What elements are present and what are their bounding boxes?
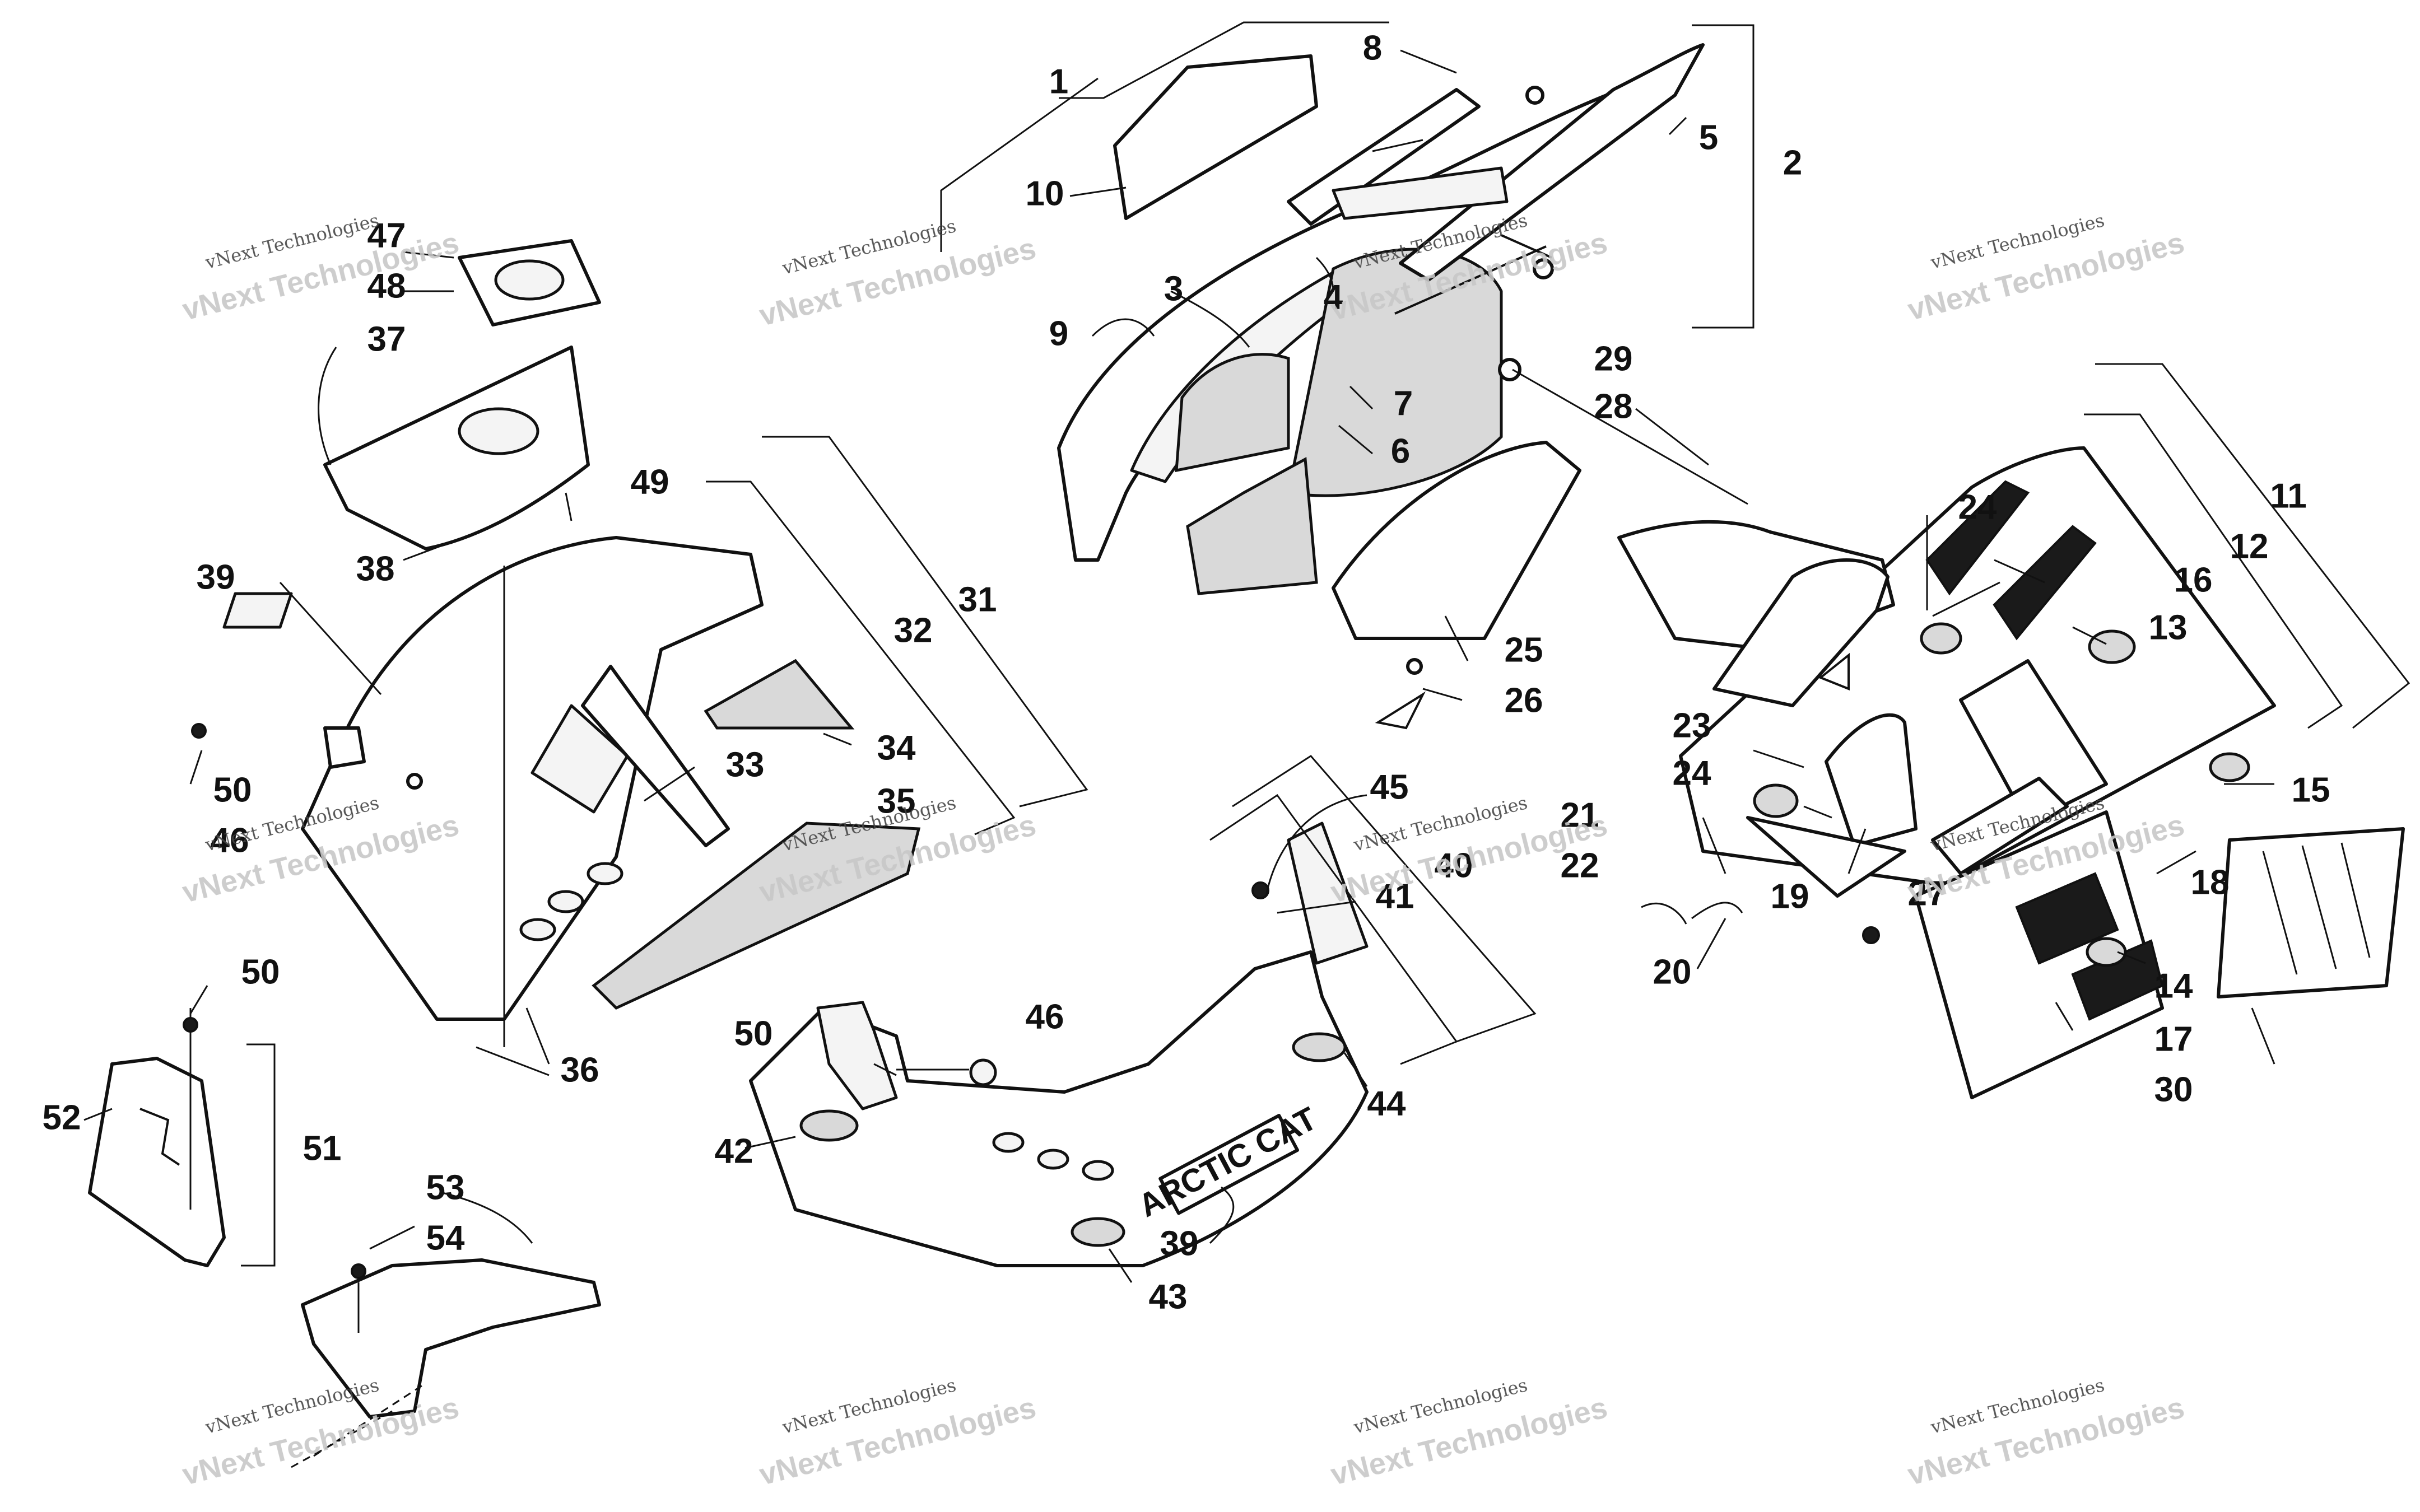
callout-20: 20 — [1653, 953, 1692, 991]
skid-plate-leaders — [744, 755, 1537, 1283]
callout-3: 3 — [1164, 269, 1183, 308]
callout-9: 9 — [1049, 314, 1068, 353]
callout-7: 7 — [1394, 384, 1413, 423]
callout-32: 32 — [894, 611, 933, 650]
callout-43: 43 — [1149, 1277, 1188, 1316]
callout-41: 41 — [1376, 877, 1414, 916]
callout-17: 17 — [2154, 1020, 2193, 1058]
callout-48: 48 — [367, 267, 406, 305]
callout-16: 16 — [2174, 561, 2213, 599]
callout-22: 22 — [1561, 846, 1599, 885]
callout-14: 14 — [2154, 967, 2193, 1005]
callout-11: 11 — [2270, 477, 2307, 515]
callout-29: 29 — [1594, 339, 1633, 378]
callout-19: 19 — [1771, 877, 1809, 916]
front-nose-assembly — [1332, 358, 2405, 1099]
callout-2: 2 — [1783, 143, 1802, 182]
side-panel-assembly — [88, 1008, 601, 1468]
callout-54: 54 — [426, 1219, 465, 1257]
windshield-assembly — [1057, 43, 1705, 595]
callout-51: 51 — [303, 1129, 342, 1168]
left-panel-assembly — [191, 239, 921, 1021]
callout-36: 36 — [561, 1051, 599, 1089]
callout-25: 25 — [1505, 631, 1543, 669]
callout-27: 27 — [1908, 874, 1947, 913]
callout-52: 52 — [43, 1098, 81, 1137]
callout-44: 44 — [1367, 1084, 1406, 1123]
callout-6: 6 — [1391, 432, 1410, 470]
callout-24a: 24 — [1958, 488, 1997, 526]
callout-8: 8 — [1363, 29, 1382, 67]
front-nose-leaders — [1422, 363, 2410, 1065]
callout-49: 49 — [631, 463, 669, 501]
callout-46b: 46 — [1026, 997, 1064, 1036]
callout-18: 18 — [2191, 863, 2230, 902]
callout-13: 13 — [2149, 608, 2188, 647]
callout-labels: 1 2 3 4 5 6 7 8 9 10 11 12 13 14 15 16 1… — [43, 29, 2330, 1316]
callout-26: 26 — [1505, 681, 1543, 720]
callout-1: 1 — [1049, 62, 1068, 101]
callout-45: 45 — [1370, 768, 1409, 806]
callout-42: 42 — [715, 1132, 753, 1170]
callout-46a: 46 — [211, 821, 249, 860]
callout-39b: 39 — [1160, 1224, 1199, 1263]
callout-5: 5 — [1699, 118, 1718, 157]
callout-35: 35 — [877, 782, 916, 820]
callout-53: 53 — [426, 1168, 465, 1207]
callout-50b: 50 — [241, 953, 280, 991]
callout-50a: 50 — [213, 771, 252, 809]
callout-15: 15 — [2292, 771, 2330, 809]
windshield-leaders — [940, 21, 1755, 455]
callout-38: 38 — [356, 549, 395, 588]
callout-40: 40 — [1435, 846, 1473, 885]
left-panel-leaders — [189, 251, 1088, 1076]
callout-21: 21 — [1561, 796, 1599, 834]
callout-23: 23 — [1673, 706, 1711, 745]
callout-31: 31 — [958, 580, 997, 619]
callout-50c: 50 — [734, 1014, 773, 1053]
callout-12: 12 — [2230, 527, 2269, 566]
callout-28: 28 — [1594, 387, 1633, 426]
callout-30: 30 — [2154, 1070, 2193, 1109]
callout-37: 37 — [367, 320, 406, 358]
callout-4: 4 — [1324, 278, 1343, 316]
callout-39a: 39 — [197, 558, 235, 596]
callout-33: 33 — [726, 745, 765, 784]
callout-24b: 24 — [1673, 754, 1711, 792]
small-panel-leaders — [83, 985, 533, 1250]
callout-34: 34 — [877, 729, 916, 767]
callout-10: 10 — [1026, 174, 1064, 213]
callout-47: 47 — [367, 216, 406, 255]
